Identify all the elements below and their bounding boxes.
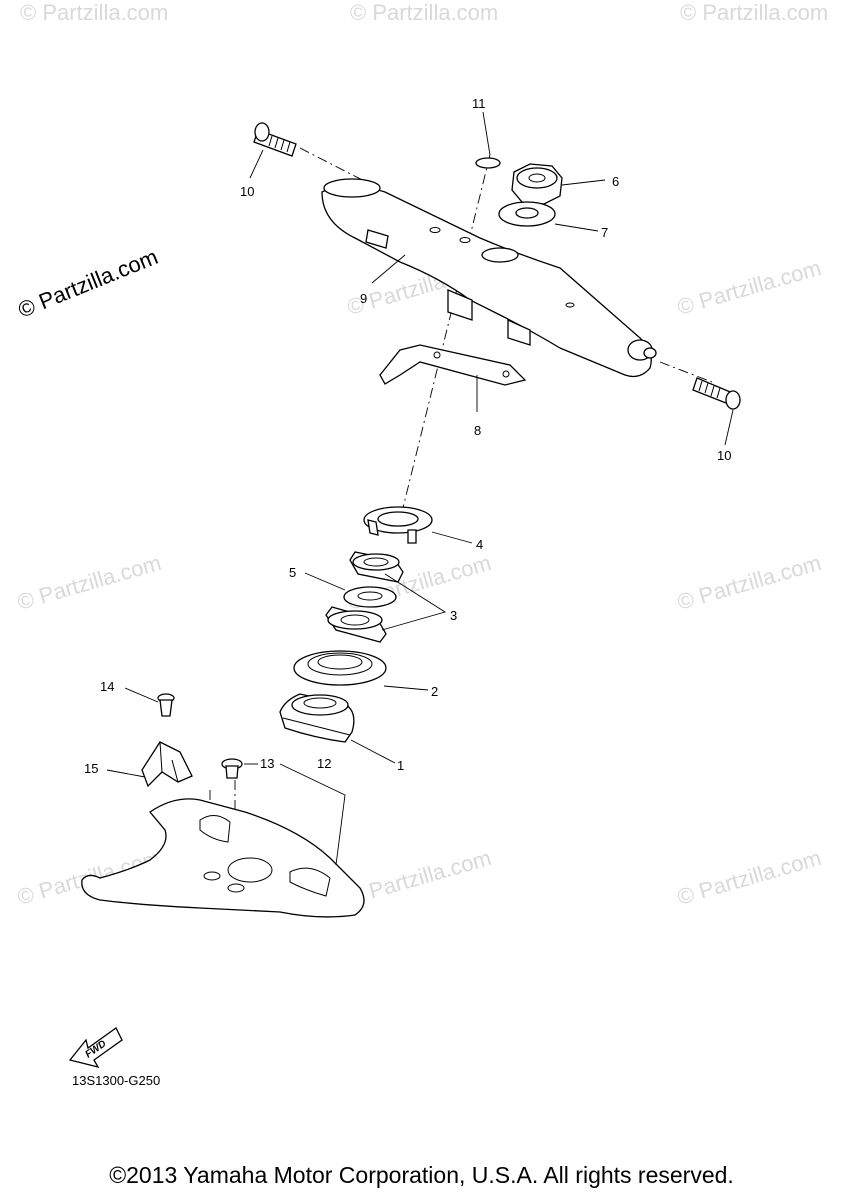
small-bolt	[157, 693, 175, 717]
callouts: 11 6 7 10 9 8 10 4 5 3 2 1 14 15 13 12	[84, 96, 731, 776]
steering-stem-nut	[511, 163, 563, 205]
watermark: © Partzilla.com	[14, 550, 163, 615]
bracket-plate	[379, 344, 527, 386]
callout-11: 11	[472, 96, 486, 111]
clip	[141, 741, 193, 788]
collar	[221, 758, 243, 779]
bolt-right	[692, 377, 741, 410]
watermark: © Partzilla.com	[680, 0, 828, 25]
callout-12: 12	[317, 756, 331, 771]
washer	[498, 201, 556, 227]
ring-nut-upper	[349, 551, 404, 583]
callout-13: 13	[260, 756, 274, 771]
bolt-upper	[253, 122, 297, 157]
watermark: © Partzilla.com	[674, 845, 823, 910]
callout-3: 3	[450, 608, 457, 623]
callout-7: 7	[601, 225, 608, 240]
callout-15: 15	[84, 761, 98, 776]
watermark: © Partzilla.com	[674, 550, 823, 615]
callout-10-right: 10	[717, 448, 731, 463]
leader-lines	[106, 111, 734, 866]
ring-nut-lower	[325, 606, 387, 643]
callout-6: 6	[612, 174, 619, 189]
lock-washer	[363, 506, 433, 544]
watermarks: © Partzilla.com © Partzilla.com © Partzi…	[14, 0, 828, 910]
watermark: © Partzilla.com	[674, 255, 823, 320]
o-ring	[475, 157, 501, 169]
cover-panel	[81, 798, 365, 918]
upper-bracket	[321, 178, 657, 378]
watermark: © Partzilla.com	[344, 845, 493, 910]
callout-10-upper: 10	[240, 184, 254, 199]
copyright-notice: ©2013 Yamaha Motor Corporation, U.S.A. A…	[109, 1162, 734, 1188]
diagram-code: 13S1300-G250	[72, 1073, 161, 1088]
callout-1: 1	[397, 758, 404, 773]
bearing	[279, 693, 355, 743]
watermark: © Partzilla.com	[350, 0, 498, 25]
callout-8: 8	[474, 423, 481, 438]
fwd-arrow-icon: FWD	[68, 1027, 123, 1069]
callout-5: 5	[289, 565, 296, 580]
callout-9: 9	[360, 291, 367, 306]
callout-2: 2	[431, 684, 438, 699]
callout-14: 14	[100, 679, 114, 694]
bearing-cover	[293, 650, 387, 686]
callout-4: 4	[476, 537, 483, 552]
watermark: © Partzilla.com	[20, 0, 168, 25]
main-watermark: © Partzilla.com	[15, 244, 162, 323]
rubber-washer	[343, 586, 397, 608]
